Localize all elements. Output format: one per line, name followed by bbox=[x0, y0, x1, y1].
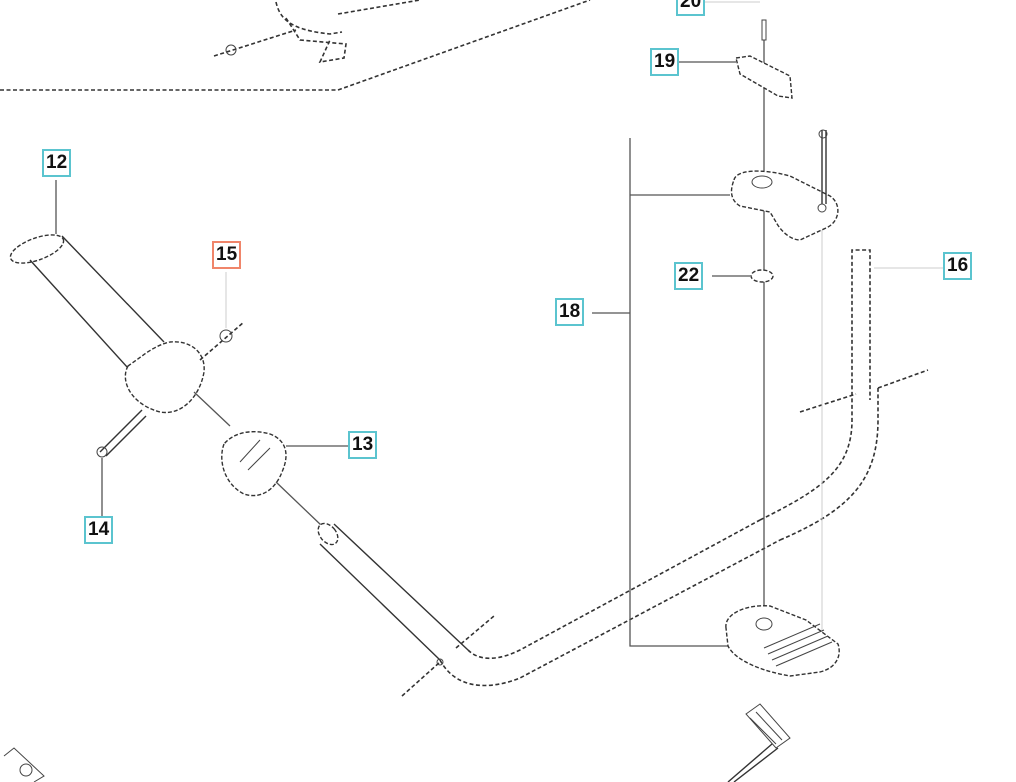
callout-20[interactable]: 20 bbox=[676, 0, 706, 16]
callout-18-bracket bbox=[629, 138, 730, 647]
bottom-left-part bbox=[3, 747, 45, 782]
callout-15[interactable]: 15 bbox=[212, 241, 242, 269]
clamp-block-part bbox=[221, 431, 323, 527]
lower-bracket-part bbox=[725, 605, 840, 677]
grip-part bbox=[9, 234, 231, 427]
screw-part bbox=[96, 409, 147, 458]
upper-bracket-part bbox=[730, 129, 839, 241]
top-clamp-part bbox=[213, 0, 421, 64]
callout-22[interactable]: 22 bbox=[674, 262, 704, 290]
nut-part bbox=[199, 321, 245, 361]
callout-14[interactable]: 14 bbox=[84, 516, 114, 544]
callout-12[interactable]: 12 bbox=[42, 149, 72, 177]
plate-19-part bbox=[735, 55, 793, 99]
callout-19[interactable]: 19 bbox=[650, 48, 680, 76]
callout-13[interactable]: 13 bbox=[348, 431, 378, 459]
connector-part bbox=[727, 703, 791, 782]
callout-16[interactable]: 16 bbox=[943, 252, 973, 280]
assembly-boundary-line bbox=[0, 0, 591, 91]
callout-18[interactable]: 18 bbox=[555, 298, 585, 326]
bolt-20-part bbox=[761, 19, 767, 41]
washer-22-part bbox=[750, 269, 774, 283]
handlebar-tube bbox=[317, 249, 929, 697]
